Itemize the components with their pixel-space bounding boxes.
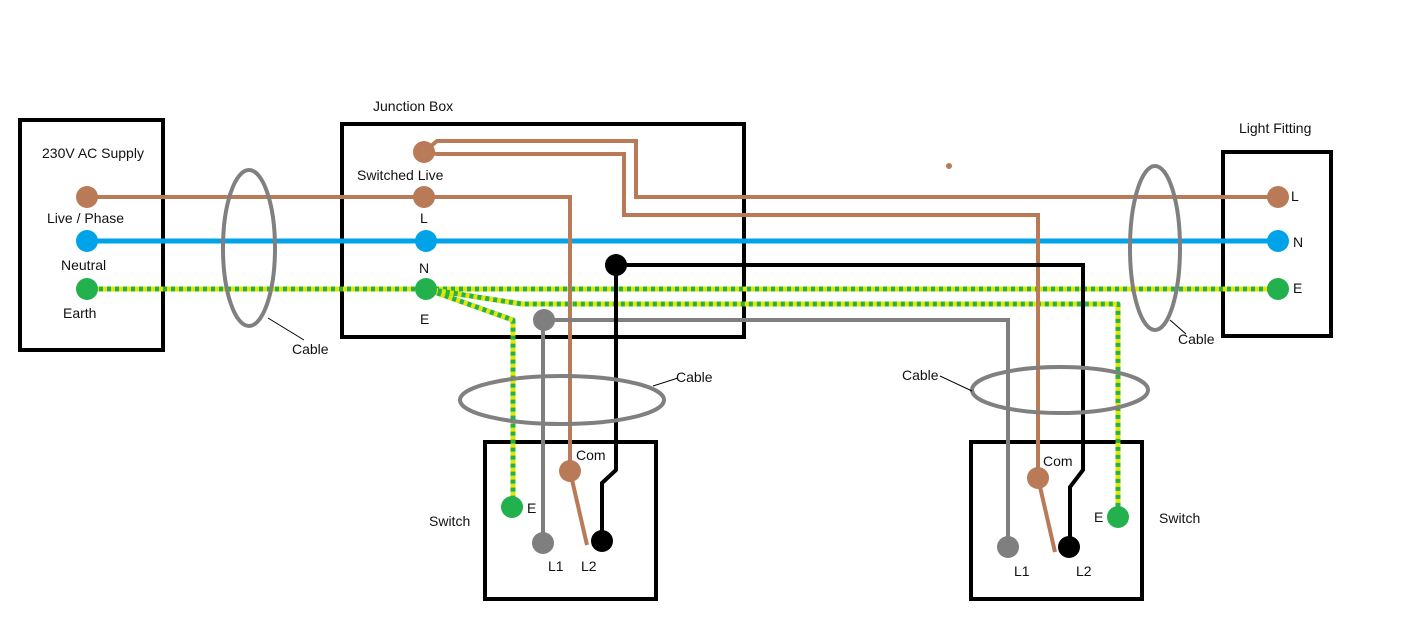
junction-box-title: Junction Box: [373, 98, 453, 114]
supply-neutral-label: Neutral: [61, 257, 106, 273]
left-switch-l1-terminal: [532, 532, 554, 554]
left-switch-earth-terminal: [501, 496, 523, 518]
right-switch-l2-terminal: [1058, 536, 1080, 558]
left-switch-title: Switch: [429, 513, 470, 529]
right-switch-cable-label: Cable: [902, 367, 939, 383]
junction-l-label: L: [420, 210, 428, 226]
cable-leader-lines: [267, 317, 1187, 392]
light-cable-sheath: [1128, 164, 1182, 332]
left-switch-com-label: Com: [576, 447, 606, 463]
black-strapper-wire: [600, 263, 1085, 547]
light-terminals: [1267, 186, 1289, 300]
supply-live-terminal: [76, 186, 98, 208]
light-cable-label: Cable: [1178, 331, 1215, 347]
right-switch-e-label: E: [1094, 509, 1103, 525]
light-earth-terminal: [1267, 278, 1289, 300]
light-n-label: N: [1293, 234, 1303, 250]
earth-wires: [87, 286, 1278, 517]
right-switch-l1-label: L1: [1014, 563, 1030, 579]
right-switch-l2-label: L2: [1076, 563, 1092, 579]
left-switch-terminals: [501, 460, 613, 554]
supply-live-label: Live / Phase: [47, 210, 124, 226]
junction-earth-terminal: [415, 278, 437, 300]
light-e-label: E: [1293, 280, 1302, 296]
left-switch-cable-sheath: [458, 374, 666, 426]
light-live-terminal: [1267, 186, 1289, 208]
junction-switched-live-terminal: [413, 141, 435, 163]
right-switch-box: [969, 440, 1144, 601]
junction-e-label: E: [420, 311, 429, 327]
junction-terminals: [413, 141, 627, 331]
grey-strapper-wire: [541, 318, 1010, 547]
supply-earth-terminal: [76, 278, 98, 300]
junction-live-terminal: [413, 186, 435, 208]
supply-neutral-terminal: [76, 230, 98, 252]
left-switch-e-label: E: [527, 500, 536, 516]
right-switch-terminals: [997, 467, 1129, 558]
right-switch-com-terminal: [1027, 467, 1049, 489]
supply-terminals: [76, 186, 98, 300]
right-switch-com-label: Com: [1043, 453, 1073, 469]
light-neutral-terminal: [1267, 230, 1289, 252]
right-switch-l1-terminal: [997, 536, 1019, 558]
left-switch-l1-label: L1: [548, 558, 564, 574]
supply-earth-label: Earth: [63, 305, 96, 321]
right-switch-title: Switch: [1159, 510, 1200, 526]
light-fitting-box: [1221, 150, 1333, 338]
left-switch-cable-label: Cable: [676, 369, 713, 385]
left-switch-l2-label: L2: [581, 558, 597, 574]
right-switch-earth-terminal: [1107, 506, 1129, 528]
junction-black-strapper-terminal: [605, 254, 627, 276]
junction-n-label: N: [419, 260, 429, 276]
supply-cable-sheath: [221, 168, 277, 328]
junction-switched-live-label: Switched Live: [357, 167, 444, 183]
light-l-label: L: [1291, 188, 1299, 204]
left-switch-com-terminal: [559, 460, 581, 482]
supply-cable-label: Cable: [292, 341, 329, 357]
supply-box: [18, 118, 165, 352]
stray-dot: [946, 163, 952, 169]
junction-grey-strapper-terminal: [533, 309, 555, 331]
cable-sheaths: [221, 164, 1182, 426]
left-switch-l2-terminal: [591, 530, 613, 552]
right-switch-cable-sheath: [970, 365, 1150, 415]
supply-title: 230V AC Supply: [42, 145, 144, 161]
junction-neutral-terminal: [415, 230, 437, 252]
light-fitting-title: Light Fitting: [1239, 120, 1311, 136]
live-wires: [87, 139, 1278, 553]
